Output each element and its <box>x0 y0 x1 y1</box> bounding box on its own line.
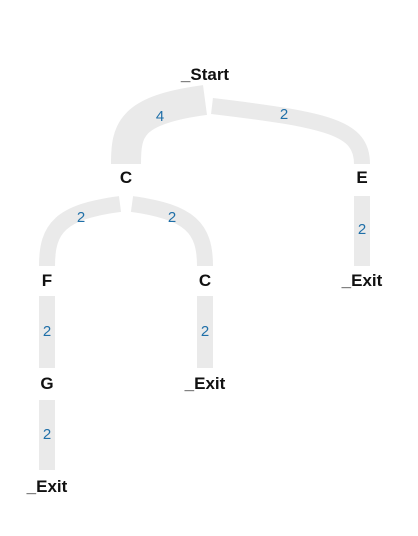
edge-start-to-e <box>211 98 370 165</box>
edge-count-f-to-g: 2 <box>43 323 51 340</box>
node-e: E <box>356 168 367 187</box>
edge-counts: 4 2 2 2 2 2 2 2 <box>43 106 366 443</box>
node-f: F <box>42 271 52 290</box>
node-exit-after-e: _Exit <box>341 271 383 290</box>
edge-count-c-to-exit: 2 <box>201 323 209 340</box>
node-exit-after-g: _Exit <box>26 477 68 496</box>
edge-count-e-to-exit: 2 <box>358 221 366 238</box>
node-start: _Start <box>180 65 230 84</box>
edge-start-to-c <box>111 85 208 165</box>
node-c-level2: C <box>199 271 211 290</box>
node-g: G <box>40 374 53 393</box>
edge-count-c-to-c: 2 <box>168 209 176 226</box>
edges <box>39 85 370 470</box>
edge-count-start-to-c: 4 <box>156 108 164 125</box>
node-exit-after-c: _Exit <box>184 374 226 393</box>
node-c-level1: C <box>120 168 132 187</box>
edge-count-g-to-exit: 2 <box>43 426 51 443</box>
nodes: _Start C E F C _Exit G _Exit _Exit <box>26 65 383 496</box>
edge-c-to-f <box>39 196 122 267</box>
edge-count-c-to-f: 2 <box>77 209 85 226</box>
edge-count-start-to-e: 2 <box>280 106 288 123</box>
edge-c-to-c <box>130 196 213 267</box>
